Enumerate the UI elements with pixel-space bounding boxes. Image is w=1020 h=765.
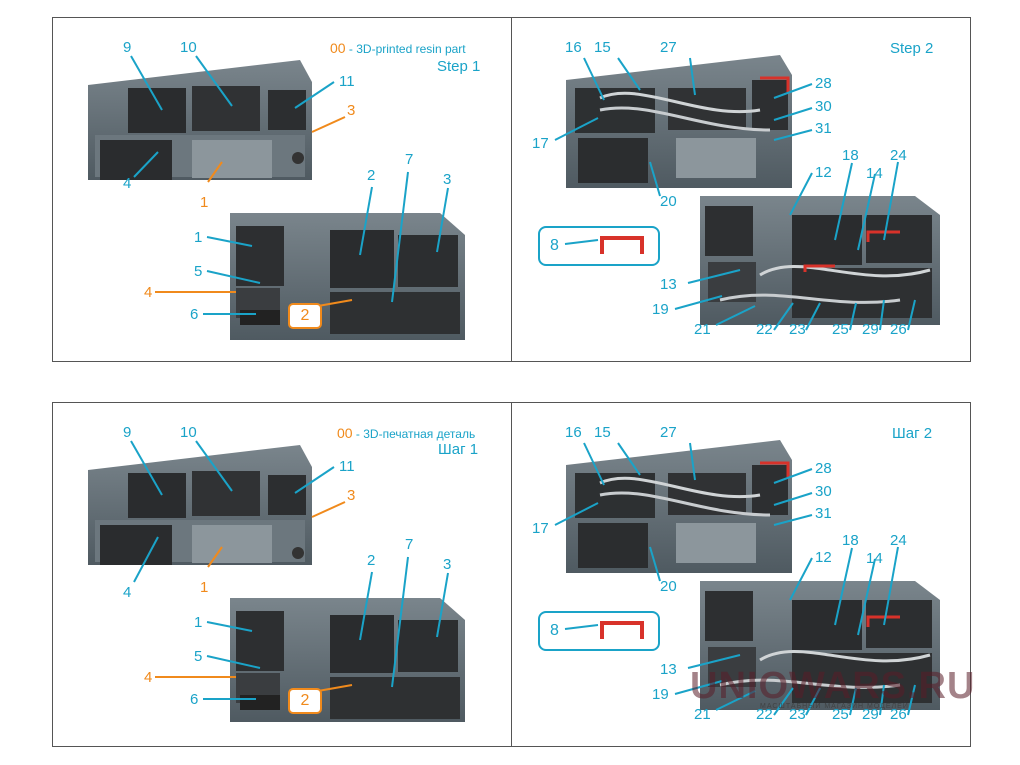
callout-15-ru: 15 xyxy=(594,424,611,441)
legend-en: 00 - 3D-printed resin part xyxy=(330,40,466,56)
callout-1-resin: 1 xyxy=(200,194,209,211)
callout-22: 22 xyxy=(756,321,773,338)
callout-17: 17 xyxy=(532,135,549,152)
legend-code: 00 xyxy=(330,40,346,56)
callout-30-ru: 30 xyxy=(815,483,832,500)
callout-1-resin-ru: 1 xyxy=(200,579,209,596)
legend-code-ru: 00 xyxy=(337,425,353,441)
callout-10-ru: 10 xyxy=(180,424,197,441)
callout-19-ru: 19 xyxy=(652,686,669,703)
callout-9: 9 xyxy=(123,39,132,56)
callout-19: 19 xyxy=(652,301,669,318)
callout-27: 27 xyxy=(660,39,677,56)
callout-31-ru: 31 xyxy=(815,505,832,522)
callout-14: 14 xyxy=(866,165,883,182)
callout-18: 18 xyxy=(842,147,859,164)
callout-15: 15 xyxy=(594,39,611,56)
watermark-logo: UNIOWARS.RU xyxy=(690,665,976,707)
callout-14-ru: 14 xyxy=(866,550,883,567)
callout-3: 3 xyxy=(347,102,356,119)
callout-11: 11 xyxy=(339,73,355,90)
callout-8: 8 xyxy=(550,237,559,254)
callout-23: 23 xyxy=(789,321,806,338)
resin-part-2-box: 2 xyxy=(288,303,322,329)
callout-3b: 3 xyxy=(443,171,452,188)
callout-1-ru: 1 xyxy=(194,614,203,631)
callout-5: 5 xyxy=(194,263,203,280)
callout-3b-ru: 3 xyxy=(443,556,452,573)
step1-title: Step 1 xyxy=(437,58,481,75)
callout-29: 29 xyxy=(862,321,879,338)
callout-23-ru: 23 xyxy=(789,706,806,723)
callout-7: 7 xyxy=(405,151,414,168)
step2-title-ru: Шаг 2 xyxy=(892,425,933,442)
callout-26-ru: 26 xyxy=(890,706,907,723)
callout-13: 13 xyxy=(660,276,677,293)
callout-25: 25 xyxy=(832,321,849,338)
callout-2: 2 xyxy=(367,167,376,184)
callout-25-ru: 25 xyxy=(832,706,849,723)
step1-title-ru: Шаг 1 xyxy=(438,441,479,458)
callout-11-ru: 11 xyxy=(339,458,355,475)
callout-30: 30 xyxy=(815,98,832,115)
callout-10: 10 xyxy=(180,39,197,56)
part-8-box: 8 xyxy=(538,226,660,266)
callout-4: 4 xyxy=(123,175,132,192)
part-8-box-ru: 8 xyxy=(538,611,660,651)
callout-8-ru: 8 xyxy=(550,622,559,639)
legend-ru: 00 - 3D-печатная деталь xyxy=(337,425,475,441)
callout-2-ru: 2 xyxy=(367,552,376,569)
callout-31: 31 xyxy=(815,120,832,137)
callout-6-ru: 6 xyxy=(190,691,199,708)
step1-bottom-console xyxy=(230,213,465,340)
callout-29-ru: 29 xyxy=(862,706,879,723)
step2-title: Step 2 xyxy=(890,40,934,57)
callout-9-ru: 9 xyxy=(123,424,132,441)
callout-18-ru: 18 xyxy=(842,532,859,549)
callout-21-ru: 21 xyxy=(694,706,711,723)
callout-22-ru: 22 xyxy=(756,706,773,723)
callout-12-ru: 12 xyxy=(815,549,832,566)
callout-6: 6 xyxy=(190,306,199,323)
callout-20: 20 xyxy=(660,193,677,210)
callout-16-ru: 16 xyxy=(565,424,582,441)
callout-5-ru: 5 xyxy=(194,648,203,665)
callout-12: 12 xyxy=(815,164,832,181)
callout-20-ru: 20 xyxy=(660,578,677,595)
callout-13-ru: 13 xyxy=(660,661,677,678)
callout-24: 24 xyxy=(890,147,907,164)
callout-4-resin-ru: 4 xyxy=(144,669,153,686)
callout-16: 16 xyxy=(565,39,582,56)
callout-28-ru: 28 xyxy=(815,460,832,477)
callout-4-resin: 4 xyxy=(144,284,153,301)
step1-top-console xyxy=(88,60,312,180)
callout-7-ru: 7 xyxy=(405,536,414,553)
resin-part-1 xyxy=(192,140,272,178)
callout-3-ru: 3 xyxy=(347,487,356,504)
legend-text-ru: - 3D-печатная деталь xyxy=(352,427,476,441)
callout-4-ru: 4 xyxy=(123,584,132,601)
callout-24-ru: 24 xyxy=(890,532,907,549)
resin-part-2-box-ru: 2 xyxy=(288,688,322,714)
callout-17-ru: 17 xyxy=(532,520,549,537)
legend-text: - 3D-printed resin part xyxy=(345,42,466,56)
callout-21: 21 xyxy=(694,321,711,338)
callout-27-ru: 27 xyxy=(660,424,677,441)
watermark-tagline: МАСШТАБНЫЙ МАГАЗИН МОДЕЛЕЙ xyxy=(760,703,909,710)
callout-28: 28 xyxy=(815,75,832,92)
callout-26: 26 xyxy=(890,321,907,338)
callout-1: 1 xyxy=(194,229,203,246)
